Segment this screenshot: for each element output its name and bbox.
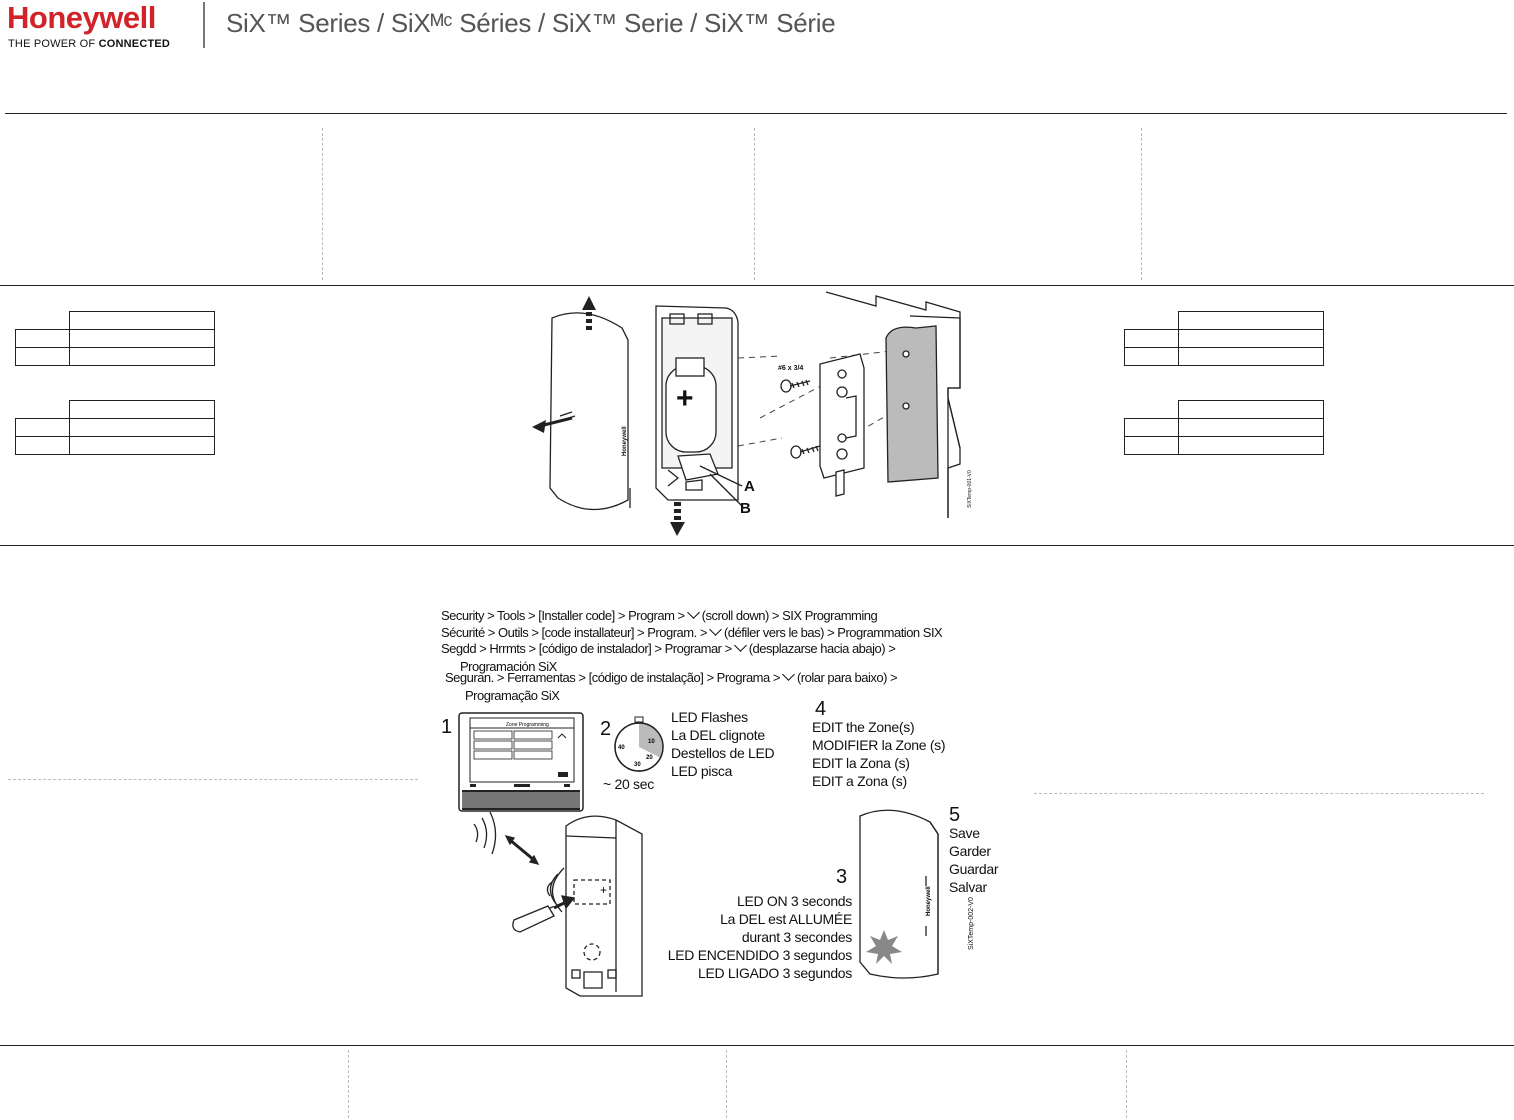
- front-cover: [549, 312, 629, 511]
- dashed-separator: [8, 779, 418, 780]
- svg-text:20: 20: [646, 755, 653, 761]
- svg-text:+: +: [600, 883, 607, 897]
- save-en: Save: [949, 825, 980, 841]
- installation-diagram: #6 x 3/4 A B + Honeywell SiXTemp-001-V0: [532, 291, 973, 536]
- step-2-number: 2: [600, 718, 612, 740]
- chevron-down-icon: [686, 606, 700, 619]
- sensor-closed-illustration: Honeywell: [859, 809, 939, 979]
- section-rule: [0, 545, 1514, 546]
- up-arrow-icon: [582, 296, 596, 330]
- nav-path-english: Security > Tools > [Installer code] > Pr…: [441, 606, 878, 623]
- battery-icon: [665, 357, 717, 453]
- led-on-fr: La DEL est ALLUMÉE: [720, 911, 852, 927]
- spec-table-right-2: [1124, 400, 1324, 455]
- cover-brand: Honeywell: [622, 426, 628, 456]
- nav-path-french: Sécurité > Outils > [code installateur] …: [441, 623, 943, 640]
- wireless-signal-icon: [473, 812, 497, 855]
- nav-path-spanish-cont: Programación SiX: [460, 659, 557, 674]
- svg-text:30: 30: [634, 762, 641, 768]
- nav-path-portuguese-cont: Programação SiX: [465, 688, 560, 703]
- figure1-code: SiXTemp-001-V0: [967, 470, 973, 508]
- led-flashes-es: Destellos de LED: [671, 745, 775, 761]
- chevron-down-icon: [782, 668, 795, 681]
- screw-icon: [780, 379, 811, 393]
- callout-a: A: [744, 478, 755, 495]
- screw-label: #6 x 3/4: [778, 365, 803, 372]
- save-es: Guardar: [949, 861, 999, 877]
- edit-zone-en: EDIT the Zone(s): [812, 719, 915, 735]
- down-arrow-icon: [670, 502, 685, 536]
- column-divider: [348, 1050, 349, 1118]
- dashed-separator: [1034, 793, 1484, 794]
- svg-text:10: 10: [648, 739, 655, 745]
- screw-icon: [790, 445, 821, 459]
- honeywell-logo: Honeywell: [7, 0, 156, 35]
- timer-icon: 10 20 30 40: [614, 716, 664, 772]
- led-on-es: LED ENCENDIDO 3 segundos: [667, 947, 853, 963]
- screen-title: Zone Programming: [506, 722, 549, 728]
- step-5-number: 5: [949, 804, 961, 826]
- mounting-plate: [819, 353, 865, 479]
- chevron-down-icon: [733, 639, 747, 652]
- column-divider: [322, 128, 323, 280]
- chevron-down-icon: [709, 623, 722, 636]
- header-rule: [5, 113, 1507, 114]
- section-rule: [0, 1045, 1514, 1046]
- document-title: SiX™ Series / SiXᴹᶜ Séries / SiX™ Serie …: [226, 8, 836, 38]
- column-divider: [1141, 128, 1142, 280]
- edit-zone-es: EDIT la Zona (s): [812, 755, 910, 771]
- led-flashes-pt: LED pisca: [671, 763, 733, 779]
- figure2-code: SiXTemp-002-V0: [968, 897, 975, 950]
- sensor-open-illustration: +: [473, 812, 643, 997]
- led-flashes-fr: La DEL clignote: [671, 727, 765, 743]
- spec-table-left-2: [15, 400, 215, 455]
- sensor-brand: Honeywell: [926, 886, 932, 916]
- column-divider: [726, 1050, 727, 1118]
- battery-plus: +: [676, 382, 694, 415]
- spec-table-right-1: [1124, 311, 1324, 366]
- edit-zone-fr: MODIFIER la Zone (s): [812, 737, 946, 753]
- nav-path-portuguese: Seguran. > Ferramentas > [código de inst…: [445, 668, 898, 685]
- led-on-fr-cont: durant 3 secondes: [741, 929, 852, 945]
- header-divider: [203, 2, 205, 48]
- step-1-number: 1: [441, 716, 453, 738]
- led-flashes-en: LED Flashes: [671, 709, 748, 725]
- spec-table-left-1: [15, 311, 215, 366]
- keypad-illustration: Zone Programming: [458, 712, 584, 812]
- led-on-pt: LED LIGADO 3 segundos: [697, 965, 852, 981]
- step-4-number: 4: [815, 698, 827, 720]
- column-divider: [754, 128, 755, 280]
- edit-zone-pt: EDIT a Zona (s): [812, 773, 907, 789]
- adhesive-pad: [885, 325, 939, 483]
- led-on-en: LED ON 3 seconds: [736, 893, 852, 909]
- tagline: THE POWER OF CONNECTED: [8, 38, 171, 50]
- save-pt: Salvar: [949, 879, 987, 895]
- column-divider: [1126, 1050, 1127, 1118]
- timer-label: ~ 20 sec: [603, 776, 654, 792]
- save-fr: Garder: [949, 843, 991, 859]
- wireless-signal-icon: [546, 867, 565, 913]
- nav-path-spanish: Segdd > Hrrmts > [código de instalador] …: [441, 639, 896, 656]
- callout-b: B: [740, 500, 751, 517]
- section-rule: [0, 285, 1514, 286]
- step-3-number: 3: [836, 866, 848, 888]
- led-burst-icon: [866, 930, 902, 964]
- svg-text:40: 40: [618, 745, 625, 751]
